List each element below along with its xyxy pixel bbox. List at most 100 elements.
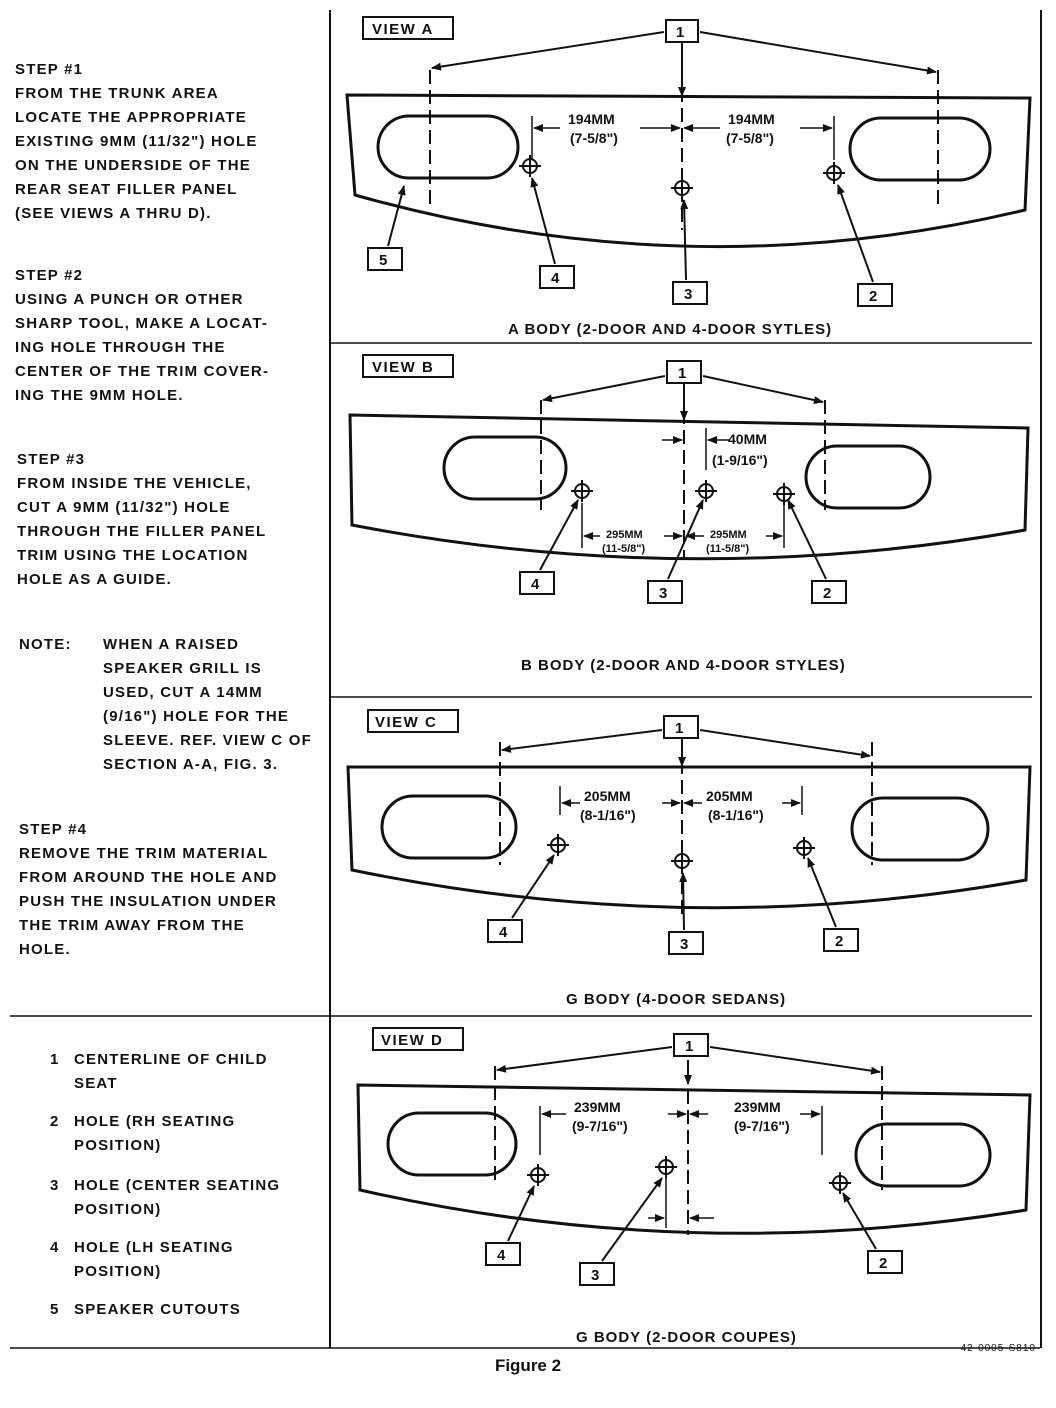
- callout-3-label: 3: [684, 286, 692, 303]
- note-line: WHEN A RAISED: [103, 636, 240, 653]
- step-4-line: FROM AROUND THE HOLE AND: [19, 869, 278, 886]
- view-c: VIEW C 1 205MM (8-1/16") 205MM (8-1/16")…: [346, 709, 1032, 1008]
- view-label-box: [372, 1027, 464, 1051]
- legend-text-line: HOLE (RH SEATING: [74, 1113, 236, 1130]
- callout-3-label: 3: [591, 1267, 599, 1284]
- speaker-cutout: [850, 796, 990, 862]
- hole-lh: [570, 479, 594, 503]
- callout-1: [673, 1033, 709, 1057]
- hole-rh: [828, 1171, 852, 1195]
- speaker-cutout: [804, 444, 932, 510]
- dimension-label: (9-7/16"): [734, 1118, 790, 1134]
- note-line: SLEEVE. REF. VIEW C OF: [103, 732, 312, 749]
- view-d: VIEW D 1 239MM (9-7/16") 239MM (9-7/16")…: [356, 1027, 1032, 1346]
- view-caption: B BODY (2-DOOR AND 4-DOOR STYLES): [521, 657, 846, 674]
- view-label: VIEW A: [372, 21, 434, 38]
- step-4-line: THE TRIM AWAY FROM THE: [19, 917, 245, 934]
- legend-text-line: POSITION): [74, 1137, 162, 1154]
- callout-5-label: 5: [379, 252, 387, 269]
- step-3-line: HOLE AS A GUIDE.: [17, 571, 173, 588]
- legend-number: 5: [50, 1301, 60, 1318]
- legend-text-line: HOLE (CENTER SEATING: [74, 1177, 281, 1194]
- callout-2-label: 2: [823, 585, 831, 602]
- hole-lh: [546, 833, 570, 857]
- speaker-cutout: [386, 1111, 518, 1177]
- hole-center: [670, 849, 694, 873]
- callout-3: [672, 281, 708, 305]
- speaker-cutout: [848, 116, 992, 182]
- dimension-label: (9-7/16"): [572, 1118, 628, 1134]
- legend-number: 1: [50, 1051, 60, 1068]
- speaker-cutout: [442, 435, 568, 501]
- speaker-cutout: [376, 114, 520, 180]
- hole-center: [694, 479, 718, 503]
- legend-text-line: POSITION): [74, 1263, 162, 1280]
- view-label-box: [362, 16, 454, 40]
- note-line: SPEAKER GRILL IS: [103, 660, 262, 677]
- dimension-label: 40MM: [728, 431, 767, 447]
- step-4-line: REMOVE THE TRIM MATERIAL: [19, 845, 269, 862]
- legend-text-line: SPEAKER CUTOUTS: [74, 1301, 241, 1318]
- step-1-line: REAR SEAT FILLER PANEL: [15, 181, 238, 198]
- callout-4-label: 4: [531, 576, 540, 593]
- callout-2: [823, 928, 859, 952]
- callout-4-label: 4: [551, 270, 560, 287]
- step-3: STEP #3 FROM INSIDE THE VEHICLE, CUT A 9…: [17, 448, 266, 592]
- step-3-line: FROM INSIDE THE VEHICLE,: [17, 475, 252, 492]
- legend-number: 3: [50, 1177, 60, 1194]
- dimension-label: 295MM: [606, 529, 643, 541]
- dimension-label: 205MM: [584, 788, 631, 804]
- legend-text: HOLE (RH SEATING POSITION): [74, 1110, 235, 1158]
- callout-4: [519, 571, 555, 595]
- step-3-line: THROUGH THE FILLER PANEL: [17, 523, 267, 540]
- callout-4-label: 4: [499, 924, 508, 941]
- note-line: USED, CUT A 14MM: [103, 684, 263, 701]
- dimension-label: (8-1/16"): [708, 807, 764, 823]
- view-label-box: [367, 709, 459, 733]
- callout-5: [367, 247, 403, 271]
- legend-number: 4: [50, 1239, 60, 1256]
- step-4-line: PUSH THE INSULATION UNDER: [19, 893, 278, 910]
- hole-rh: [792, 836, 816, 860]
- callout-4-label: 4: [497, 1247, 506, 1264]
- dimension-label: 194MM: [728, 111, 775, 127]
- view-label: VIEW D: [381, 1032, 443, 1049]
- step-4-title: STEP #4: [19, 821, 88, 838]
- callout-4: [539, 265, 575, 289]
- step-3-title: STEP #3: [17, 451, 86, 468]
- view-caption: G BODY (4-DOOR SEDANS): [566, 991, 786, 1008]
- step-2-line: SHARP TOOL, MAKE A LOCAT-: [15, 315, 269, 332]
- view-caption: A BODY (2-DOOR AND 4-DOOR SYTLES): [508, 321, 832, 338]
- callout-2-label: 2: [835, 933, 843, 950]
- callout-1-label: 1: [678, 365, 686, 382]
- step-2-line: CENTER OF THE TRIM COVER-: [15, 363, 270, 380]
- step-1-title: STEP #1: [15, 61, 84, 78]
- step-1-line: LOCATE THE APPROPRIATE: [15, 109, 247, 126]
- note-body: WHEN A RAISED SPEAKER GRILL IS USED, CUT…: [103, 633, 312, 777]
- view-b: VIEW B 1 40MM (1-9/16") 295MM (11-5/8") …: [348, 354, 1030, 674]
- hole-center: [654, 1155, 678, 1179]
- note-line: (9/16") HOLE FOR THE: [103, 708, 290, 725]
- filler-panel: [348, 413, 1030, 561]
- view-label: VIEW B: [372, 359, 434, 376]
- legend-text-line: POSITION): [74, 1201, 162, 1218]
- step-1: STEP #1 FROM THE TRUNK AREA LOCATE THE A…: [15, 58, 258, 226]
- callout-3: [647, 580, 683, 604]
- hole-lh: [518, 154, 542, 178]
- step-2-line: USING A PUNCH OR OTHER: [15, 291, 244, 308]
- callout-2-label: 2: [879, 1255, 887, 1272]
- step-2-line: ING HOLE THROUGH THE: [15, 339, 226, 356]
- view-label: VIEW C: [375, 714, 437, 731]
- speaker-cutout: [854, 1122, 992, 1188]
- legend-text-line: SEAT: [74, 1075, 118, 1092]
- note-label: NOTE:: [19, 636, 72, 653]
- legend-text-line: HOLE (LH SEATING: [74, 1239, 234, 1256]
- hole-center: [670, 176, 694, 200]
- callout-1-label: 1: [685, 1038, 693, 1055]
- filler-panel: [346, 765, 1032, 910]
- hole-rh: [772, 482, 796, 506]
- dimension-label: 239MM: [574, 1099, 621, 1115]
- step-1-line: FROM THE TRUNK AREA: [15, 85, 219, 102]
- callout-3: [668, 931, 704, 955]
